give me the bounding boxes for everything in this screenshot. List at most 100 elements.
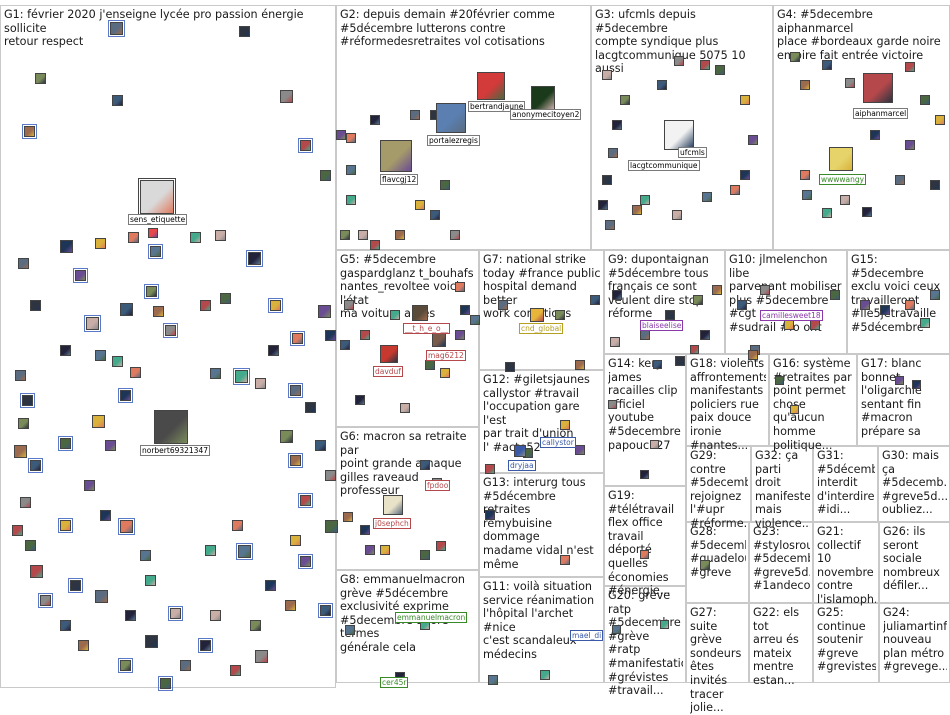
- node-avatar[interactable]: [895, 376, 904, 385]
- node-avatar[interactable]: [120, 303, 133, 316]
- node-avatar[interactable]: [215, 230, 226, 241]
- node-avatar[interactable]: [712, 285, 722, 295]
- node-avatar[interactable]: [598, 200, 608, 210]
- node-avatar[interactable]: [128, 232, 139, 243]
- node-avatar[interactable]: [612, 120, 622, 130]
- node-avatar[interactable]: [14, 445, 27, 458]
- node-avatar[interactable]: [514, 445, 526, 457]
- node-avatar[interactable]: [22, 124, 37, 139]
- node-avatar[interactable]: [118, 518, 135, 535]
- node-avatar[interactable]: [590, 295, 600, 305]
- node-avatar[interactable]: [575, 445, 585, 455]
- node-avatar[interactable]: [12, 525, 23, 536]
- node-avatar[interactable]: [740, 95, 750, 105]
- node-avatar[interactable]: [390, 310, 400, 320]
- node-avatar[interactable]: [930, 180, 940, 190]
- node-avatar[interactable]: [268, 298, 283, 313]
- node-avatar[interactable]: [748, 135, 758, 145]
- node-avatar[interactable]: [830, 290, 840, 300]
- node-avatar[interactable]: [505, 362, 515, 372]
- node-avatar[interactable]: [20, 393, 35, 408]
- node-avatar[interactable]: [653, 360, 662, 369]
- node-avatar[interactable]: [608, 400, 617, 409]
- node-avatar[interactable]: [440, 368, 450, 378]
- node-avatar[interactable]: [412, 305, 428, 321]
- node-avatar[interactable]: [700, 330, 710, 340]
- node-avatar[interactable]: [700, 60, 710, 70]
- node-avatar[interactable]: [298, 554, 313, 569]
- node-avatar[interactable]: [470, 315, 480, 325]
- node-avatar[interactable]: [360, 525, 370, 535]
- node-avatar[interactable]: [748, 350, 758, 360]
- node-avatar[interactable]: [612, 625, 621, 634]
- node-avatar[interactable]: [163, 323, 178, 338]
- node-avatar[interactable]: [30, 565, 43, 578]
- node-avatar[interactable]: [822, 208, 832, 218]
- node-avatar[interactable]: [153, 306, 164, 317]
- node-avatar[interactable]: [800, 170, 810, 180]
- node-avatar[interactable]: [358, 230, 368, 240]
- node-avatar[interactable]: [880, 305, 890, 315]
- node-avatar[interactable]: [665, 310, 675, 320]
- node-avatar[interactable]: [92, 415, 105, 428]
- node-avatar[interactable]: [84, 315, 101, 332]
- node-avatar[interactable]: [920, 95, 930, 105]
- node-avatar[interactable]: [400, 403, 410, 413]
- node-avatar[interactable]: [325, 520, 338, 533]
- node-avatar[interactable]: [715, 65, 725, 75]
- node-avatar[interactable]: [285, 600, 296, 611]
- node-avatar[interactable]: [425, 360, 435, 370]
- node-avatar[interactable]: [605, 220, 615, 230]
- node-avatar[interactable]: [250, 620, 261, 631]
- node-avatar[interactable]: [693, 295, 703, 305]
- node-avatar[interactable]: [370, 115, 380, 125]
- node-avatar[interactable]: [148, 228, 158, 238]
- node-avatar[interactable]: [912, 380, 921, 389]
- node-avatar[interactable]: [210, 610, 221, 621]
- node-avatar[interactable]: [905, 300, 915, 310]
- node-avatar[interactable]: [15, 370, 26, 381]
- node-avatar[interactable]: [460, 305, 470, 315]
- node-avatar[interactable]: [60, 345, 71, 356]
- node-avatar[interactable]: [560, 420, 570, 430]
- node-avatar[interactable]: [450, 230, 460, 240]
- node-avatar[interactable]: [440, 180, 450, 190]
- node-avatar[interactable]: [895, 175, 905, 185]
- node-avatar[interactable]: [810, 320, 820, 330]
- node-avatar[interactable]: [318, 305, 331, 318]
- node-avatar[interactable]: [210, 368, 221, 379]
- node-avatar[interactable]: [144, 284, 159, 299]
- node-avatar[interactable]: [130, 367, 141, 378]
- node-avatar[interactable]: [740, 170, 750, 180]
- node-avatar[interactable]: [239, 26, 250, 37]
- node-avatar[interactable]: [168, 606, 183, 621]
- node-avatar[interactable]: [640, 330, 650, 340]
- node-avatar[interactable]: [105, 440, 116, 451]
- node-avatar[interactable]: [325, 330, 336, 341]
- node-avatar[interactable]: [305, 402, 316, 413]
- node-avatar[interactable]: [610, 337, 620, 347]
- node-avatar[interactable]: [60, 620, 71, 631]
- node-avatar[interactable]: [58, 436, 73, 451]
- node-avatar[interactable]: [410, 110, 420, 120]
- node-avatar[interactable]: [455, 330, 465, 340]
- node-avatar[interactable]: [575, 360, 585, 370]
- node-avatar[interactable]: [632, 205, 642, 215]
- node-avatar[interactable]: [420, 550, 430, 560]
- node-avatar[interactable]: [660, 620, 669, 629]
- portalezregis-avatar[interactable]: [436, 103, 466, 133]
- node-avatar[interactable]: [290, 535, 301, 546]
- node-avatar[interactable]: [346, 165, 356, 175]
- node-avatar[interactable]: [288, 453, 303, 468]
- node-avatar[interactable]: [220, 293, 231, 304]
- node-avatar[interactable]: [60, 240, 73, 253]
- node-avatar[interactable]: [180, 660, 191, 671]
- node-avatar[interactable]: [344, 300, 354, 310]
- node-avatar[interactable]: [290, 331, 305, 346]
- node-avatar[interactable]: [268, 345, 279, 356]
- node-avatar[interactable]: [35, 73, 46, 84]
- node-avatar[interactable]: [118, 388, 133, 403]
- node-avatar[interactable]: [860, 300, 870, 310]
- node-avatar[interactable]: [84, 480, 95, 491]
- node-avatar[interactable]: [360, 330, 370, 340]
